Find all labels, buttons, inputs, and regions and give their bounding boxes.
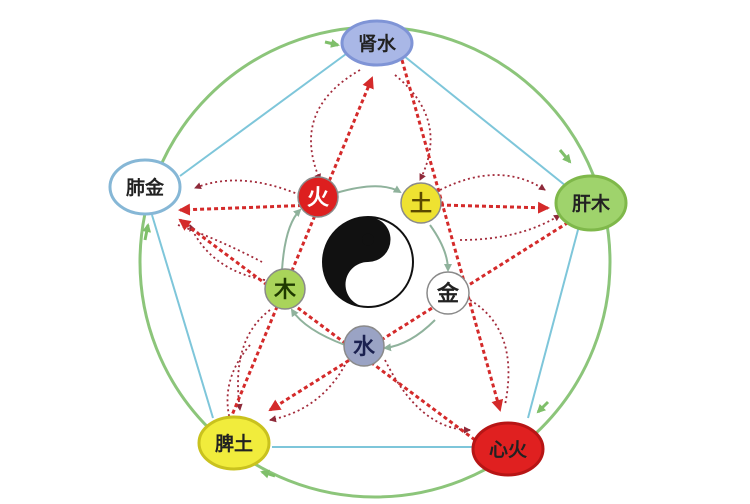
outer-ring-arrow [324, 39, 340, 48]
organ-label-kidney: 肾水 [358, 33, 397, 55]
organ-label-spleen: 脾土 [214, 432, 253, 455]
organ-node-spleen: 脾土 [197, 415, 271, 471]
element-label-earth: 土 [410, 192, 432, 217]
element-node-wood: 木 [264, 268, 306, 310]
element-node-water: 水 [343, 325, 385, 367]
element-label-metal: 金 [436, 281, 460, 307]
control-star-arrows [178, 59, 581, 442]
organ-node-lung: 肺金 [108, 158, 182, 216]
element-node-metal: 金 [426, 271, 470, 315]
outer-ring-arrow [142, 223, 152, 241]
organ-node-heart: 心火 [471, 421, 545, 477]
element-node-fire: 火 [297, 176, 339, 218]
outer-ring-arrow [536, 400, 550, 414]
outer-ring-arrow [558, 149, 572, 164]
element-label-water: 水 [353, 335, 376, 360]
organ-node-liver: 肝木 [554, 174, 628, 232]
yin-yang-icon [322, 216, 414, 308]
element-label-wood: 木 [273, 278, 297, 303]
element-node-earth: 土 [400, 182, 442, 224]
element-label-fire: 火 [307, 186, 329, 211]
pentagon-edges [151, 53, 580, 448]
inner-cycle [281, 185, 452, 352]
element-nodes: 火 土金水 木 [264, 176, 470, 367]
organ-label-liver: 肝木 [572, 192, 611, 215]
outer-ring-arrow [260, 469, 276, 479]
organ-label-lung: 肺金 [126, 176, 165, 199]
organ-node-kidney: 肾水 [340, 19, 414, 67]
dotted-arcs [177, 69, 561, 434]
organ-label-heart: 心火 [489, 439, 528, 461]
